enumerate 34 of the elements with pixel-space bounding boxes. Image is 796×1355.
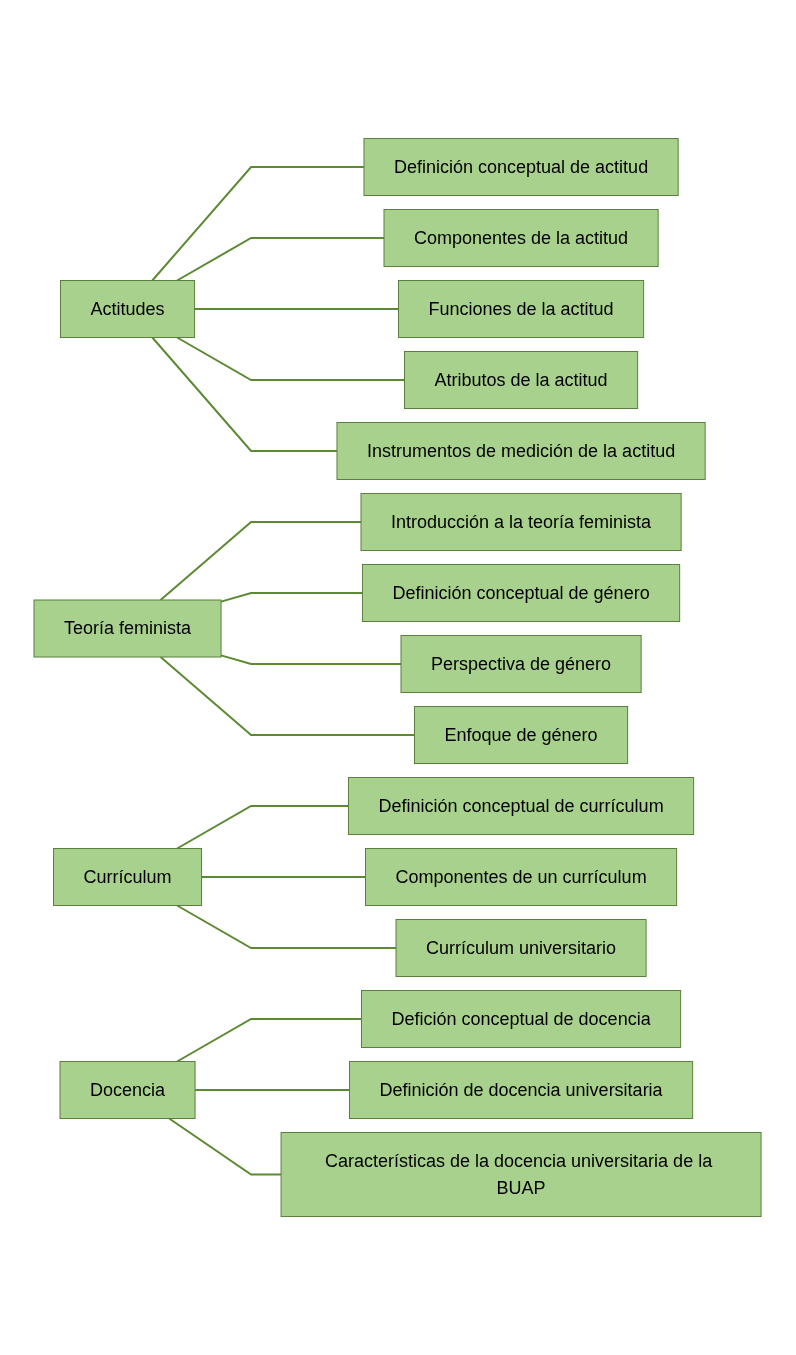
node-box: Docencia: [60, 1061, 196, 1119]
node-box: Actitudes: [60, 280, 196, 338]
connector: [176, 336, 406, 381]
connector: [176, 1018, 363, 1063]
node-box: Componentes de la actitud: [383, 209, 660, 267]
node-box: Teoría feminista: [33, 599, 223, 658]
node-box: Enfoque de género: [414, 706, 629, 764]
node-box: Currículum universitario: [396, 919, 648, 977]
node-box: Definición conceptual de currículum: [348, 777, 695, 835]
connector: [176, 805, 350, 850]
connector: [176, 237, 386, 282]
connector: [176, 904, 398, 949]
connector: [201, 876, 367, 878]
connector: [220, 654, 403, 665]
connector: [151, 336, 339, 452]
node-box: Definición conceptual de género: [362, 564, 681, 622]
node-box: Definición de docencia universitaria: [349, 1061, 694, 1119]
connector: [160, 656, 416, 736]
connector: [168, 1117, 283, 1176]
node-box: Atributos de la actitud: [404, 351, 639, 409]
connector: [151, 166, 366, 282]
node-box: Currículum: [53, 848, 203, 906]
node-box: Características de la docencia universitaria de la BUAP: [281, 1132, 763, 1217]
node-box: Definición conceptual de actitud: [363, 138, 680, 196]
node-box: Perspectiva de género: [400, 635, 643, 693]
node-box: Funciones de la actitud: [398, 280, 645, 338]
connector: [194, 1089, 351, 1091]
node-box: Introducción a la teoría feminista: [360, 493, 683, 551]
connector: [194, 308, 400, 310]
connector: [160, 521, 363, 601]
node-box: Instrumentos de medición de la actitud: [336, 422, 707, 480]
connector: [220, 592, 364, 603]
node-box: Componentes de un currículum: [365, 848, 678, 906]
node-box: Defición conceptual de docencia: [361, 990, 682, 1048]
